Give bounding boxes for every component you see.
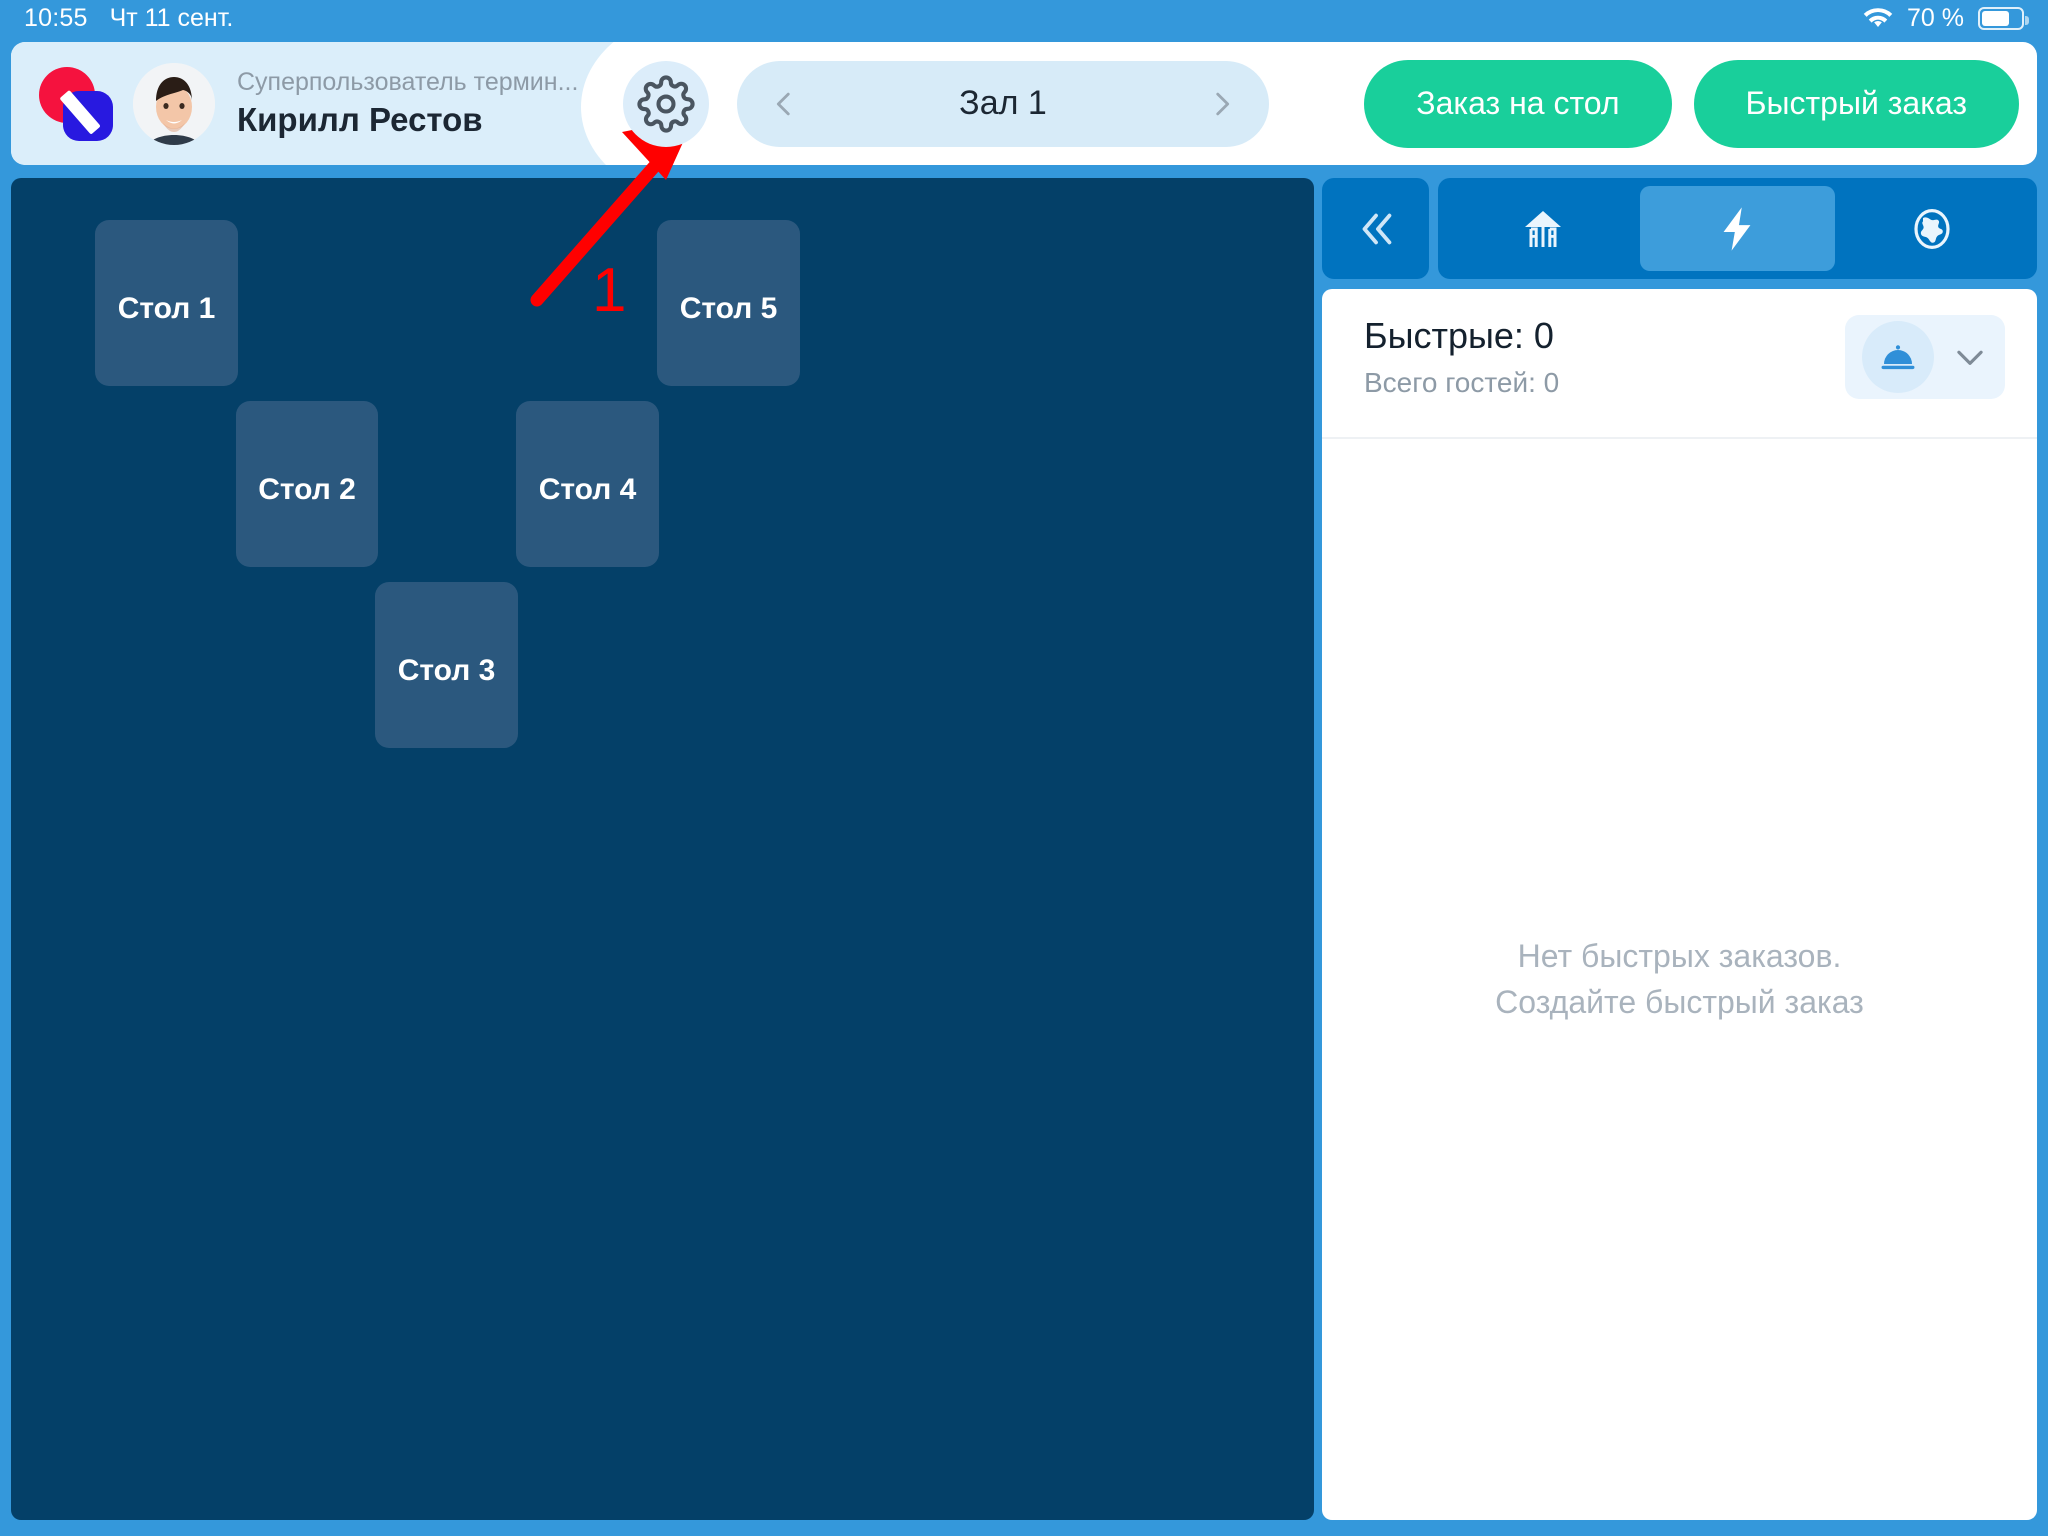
quick-orders-summary: Быстрые: 0 Всего гостей: 0 [1322, 289, 2037, 439]
table-card[interactable]: Стол 5 [657, 220, 800, 386]
gear-icon [637, 74, 695, 133]
tab-tables[interactable] [1446, 186, 1640, 271]
battery-icon [1978, 6, 2029, 30]
status-date: Чт 11 сент. [109, 3, 234, 32]
hall-name-label: Зал 1 [959, 84, 1047, 122]
table-chairs-icon [1525, 210, 1562, 247]
table-card[interactable]: Стол 1 [95, 220, 238, 386]
table-card[interactable]: Стол 4 [516, 401, 659, 567]
user-avatar[interactable] [133, 62, 215, 145]
chevron-down-icon[interactable] [1951, 338, 1989, 376]
right-panel-tabs [1438, 178, 2037, 279]
total-guests-count: Всего гостей: 0 [1364, 367, 1560, 398]
serve-controls[interactable] [1845, 315, 2005, 399]
user-name-label: Кирилл Рестов [237, 100, 483, 138]
user-role-label: Суперпользователь термин... [237, 68, 579, 97]
battery-fill [1982, 10, 2009, 26]
quick-orders-card: Быстрые: 0 Всего гостей: 0 [1322, 289, 2037, 1520]
floor-plan-canvas[interactable]: Стол 1 Стол 2 Стол 3 Стол 4 Стол 5 [11, 178, 1314, 1520]
chevron-double-left-icon [1362, 213, 1391, 244]
table-label: Стол 4 [538, 473, 637, 506]
serve-button[interactable] [1861, 321, 1934, 393]
cloche-icon [1881, 345, 1914, 370]
status-time: 10:55 [24, 3, 88, 32]
table-card[interactable]: Стол 2 [236, 401, 378, 567]
chevron-right-icon[interactable] [1205, 87, 1239, 121]
hall-selector[interactable]: Зал 1 [737, 60, 1269, 147]
quick-orders-list: Нет быстрых заказов. Создайте быстрый за… [1322, 439, 2037, 1520]
empty-state-line-2: Создайте быстрый заказ [1495, 983, 1864, 1020]
table-order-button[interactable]: Заказ на стол [1364, 59, 1672, 148]
empty-state-line-1: Нет быстрых заказов. [1517, 938, 1842, 975]
empty-state-message: Нет быстрых заказов. Создайте быстрый за… [1495, 934, 1864, 1025]
table-label: Стол 1 [117, 292, 216, 325]
user-info: Суперпользователь термин... Кирилл Ресто… [237, 67, 617, 140]
status-bar-right: 70 % [1863, 3, 2029, 33]
table-label: Стол 5 [679, 292, 778, 325]
quick-orders-count: Быстрые: 0 [1364, 315, 1554, 356]
avatar-portrait-icon [133, 62, 215, 145]
status-bar: 10:55 Чт 11 сент. 70 % [0, 0, 2048, 36]
right-panel: Быстрые: 0 Всего гостей: 0 [1322, 178, 2037, 1520]
table-label: Стол 2 [258, 473, 356, 506]
annotation-step-number: 1 [592, 256, 627, 325]
settings-button[interactable] [623, 60, 709, 147]
globe-icon [1914, 208, 1950, 249]
app-logo-icon [33, 61, 119, 147]
chevron-left-icon[interactable] [767, 87, 801, 121]
table-label: Стол 3 [397, 654, 496, 687]
tab-delivery[interactable] [1835, 186, 2029, 271]
table-card[interactable]: Стол 3 [375, 582, 518, 748]
collapse-panel-button[interactable] [1322, 178, 1429, 279]
wifi-icon [1863, 8, 1893, 27]
right-panel-toolbar [1322, 178, 2037, 279]
tab-quick-orders[interactable] [1640, 186, 1835, 271]
app-header: Суперпользователь термин... Кирилл Ресто… [11, 42, 2037, 165]
lightning-bolt-icon [1724, 206, 1751, 251]
header-actions: Заказ на стол Быстрый заказ [1364, 59, 2019, 148]
status-bar-left: 10:55 Чт 11 сент. [24, 4, 233, 33]
battery-percent: 70 % [1907, 3, 1964, 32]
summary-titles: Быстрые: 0 Всего гостей: 0 [1364, 315, 1845, 399]
quick-order-button[interactable]: Быстрый заказ [1693, 59, 2019, 148]
